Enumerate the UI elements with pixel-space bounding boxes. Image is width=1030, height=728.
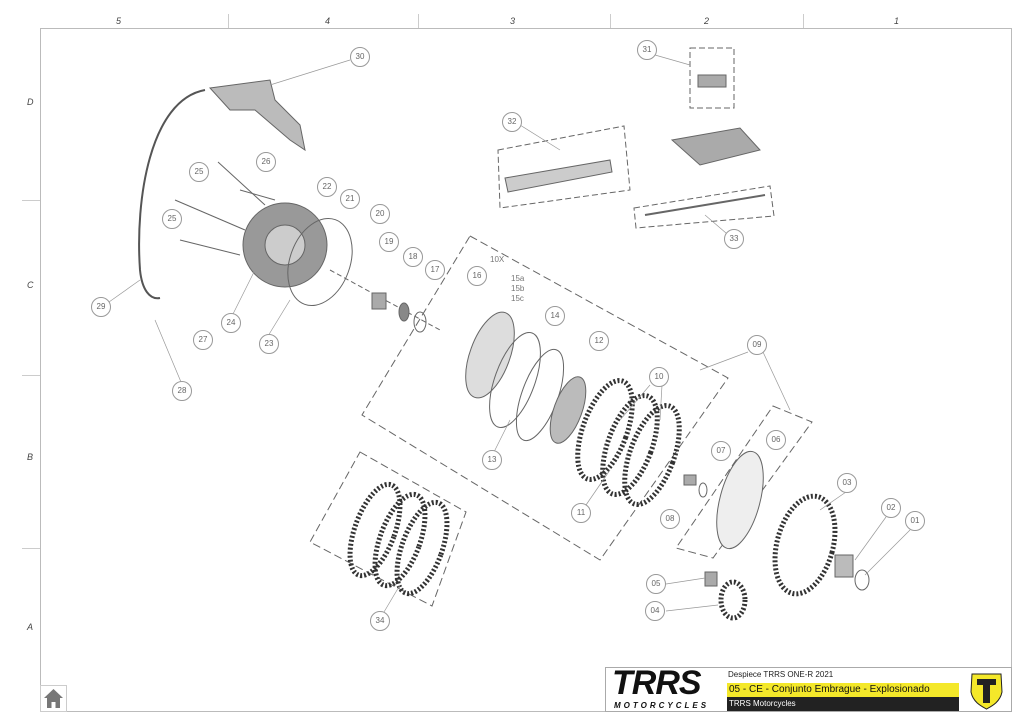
callout-30[interactable]: 30 xyxy=(350,47,370,67)
grid-divider xyxy=(803,14,804,28)
callout-23[interactable]: 23 xyxy=(259,334,279,354)
callout-28[interactable]: 28 xyxy=(172,381,192,401)
plate-13 xyxy=(489,332,541,428)
gear-04 xyxy=(718,579,748,621)
spare-disc xyxy=(347,481,403,579)
company-name: TRRS Motorcycles xyxy=(727,697,959,711)
group-outline-spare-discs xyxy=(309,451,467,607)
callout-08[interactable]: 08 xyxy=(660,509,680,529)
label-15c: 15c xyxy=(511,294,524,303)
grid-divider xyxy=(228,14,229,28)
callout-06[interactable]: 06 xyxy=(766,430,786,450)
grid-divider xyxy=(22,548,40,549)
label-15a: 15a xyxy=(511,274,525,283)
grid-row-label: C xyxy=(27,280,34,290)
friction-disc xyxy=(575,378,635,482)
callout-17[interactable]: 17 xyxy=(425,260,445,280)
drawing-frame xyxy=(40,28,1012,712)
group-outline-basket xyxy=(675,405,813,559)
callout-22[interactable]: 22 xyxy=(317,177,337,197)
spare-disc xyxy=(394,499,450,597)
callout-04[interactable]: 04 xyxy=(645,601,665,621)
pressure-plate xyxy=(465,311,515,399)
trrs-shield-icon xyxy=(970,673,1003,710)
callout-02[interactable]: 02 xyxy=(881,498,901,518)
callout-21[interactable]: 21 xyxy=(340,189,360,209)
callout-29[interactable]: 29 xyxy=(91,297,111,317)
callout-31[interactable]: 31 xyxy=(637,40,657,60)
hub-12 xyxy=(549,376,587,444)
friction-disc xyxy=(600,393,660,497)
master-cylinder xyxy=(208,79,306,152)
group-outline-32 xyxy=(497,125,631,209)
home-button[interactable] xyxy=(40,685,67,712)
document-title: Despiece TRRS ONE-R 2021 xyxy=(728,670,834,679)
callout-27[interactable]: 27 xyxy=(193,330,213,350)
hydraulic-hose xyxy=(138,89,206,300)
oring-23 xyxy=(287,217,353,307)
callout-10[interactable]: 10 xyxy=(649,367,669,387)
grid-row-label: A xyxy=(27,622,34,632)
group-outline-clutch-pack xyxy=(361,235,729,561)
callout-07[interactable]: 07 xyxy=(711,441,731,461)
logo-text: TRRS xyxy=(612,668,702,702)
home-icon xyxy=(44,689,63,708)
slave-cylinder xyxy=(670,127,761,166)
callout-34[interactable]: 34 xyxy=(370,611,390,631)
title-block: TRRS MOTORCYCLES Despiece TRRS ONE-R 202… xyxy=(605,667,1012,712)
grid-row-label: B xyxy=(27,452,34,462)
lever-32 xyxy=(504,159,613,193)
callout-33[interactable]: 33 xyxy=(724,229,744,249)
grid-divider xyxy=(22,200,40,201)
quantity-label: 10X xyxy=(490,255,505,264)
callout-12[interactable]: 12 xyxy=(589,331,609,351)
grid-col-label: 5 xyxy=(116,16,122,26)
bushing-02 xyxy=(834,554,854,578)
callout-01[interactable]: 01 xyxy=(905,511,925,531)
callout-26[interactable]: 26 xyxy=(256,152,276,172)
grid-divider xyxy=(610,14,611,28)
section-title: 05 - CE - Conjunto Embrague - Explosiona… xyxy=(727,683,959,697)
callout-18[interactable]: 18 xyxy=(403,247,423,267)
callout-25b[interactable]: 25 xyxy=(162,209,182,229)
callout-20[interactable]: 20 xyxy=(370,204,390,224)
clutch-basket xyxy=(716,450,764,550)
grid-col-label: 4 xyxy=(325,16,331,26)
primary-gear xyxy=(772,493,838,597)
callout-24[interactable]: 24 xyxy=(221,313,241,333)
label-15b: 15b xyxy=(511,284,525,293)
callout-09[interactable]: 09 xyxy=(747,335,767,355)
trrs-logo: TRRS MOTORCYCLES xyxy=(606,668,728,711)
grid-col-label: 3 xyxy=(510,16,516,26)
callout-16[interactable]: 16 xyxy=(467,266,487,286)
grid-row-label: D xyxy=(27,97,34,107)
grid-divider xyxy=(418,14,419,28)
friction-disc xyxy=(622,403,682,507)
grid-col-label: 2 xyxy=(704,16,710,26)
callout-11[interactable]: 11 xyxy=(571,503,591,523)
callout-14[interactable]: 14 xyxy=(545,306,565,326)
grid-divider xyxy=(22,375,40,376)
callout-25[interactable]: 25 xyxy=(189,162,209,182)
callout-32[interactable]: 32 xyxy=(502,112,522,132)
grid-col-label: 1 xyxy=(894,16,900,26)
logo-subtext: MOTORCYCLES xyxy=(614,701,710,710)
spare-disc xyxy=(372,491,428,589)
callout-13[interactable]: 13 xyxy=(482,450,502,470)
washer-01 xyxy=(854,569,870,591)
callout-03[interactable]: 03 xyxy=(837,473,857,493)
group-outline-31 xyxy=(689,47,735,109)
group-outline-33 xyxy=(633,185,775,229)
callout-05[interactable]: 05 xyxy=(646,574,666,594)
callout-19[interactable]: 19 xyxy=(379,232,399,252)
